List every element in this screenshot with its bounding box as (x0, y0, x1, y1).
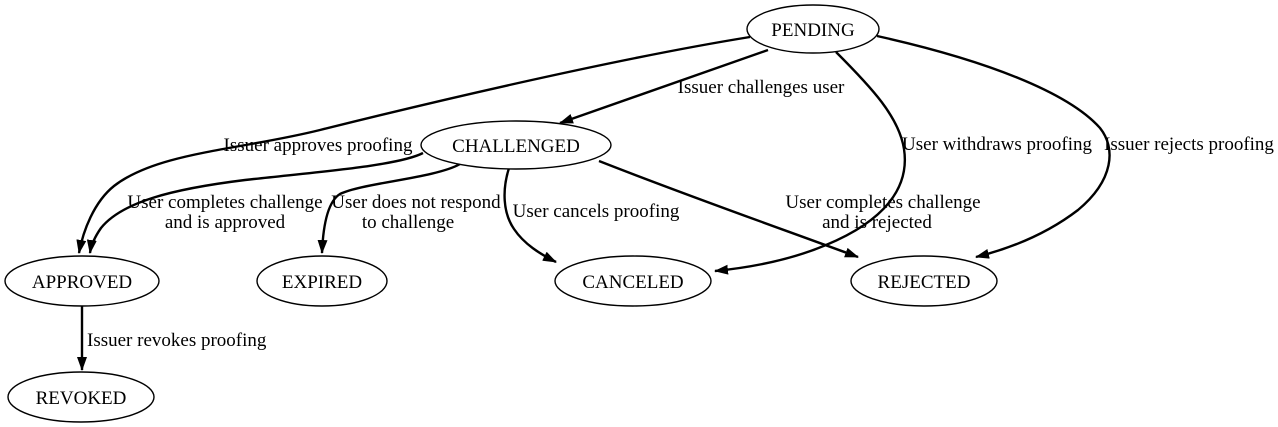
edge-challenged-expired (317, 162, 461, 254)
revoked-label: REVOKED (36, 388, 127, 409)
edge-challenged-canceled (503, 167, 557, 264)
state-node-pending: PENDING (746, 4, 880, 54)
edge-label-issuer-challenges-user: Issuer challenges user (678, 77, 845, 98)
edge-label-issuer-rejects-proofing: Issuer rejects proofing (1104, 134, 1274, 155)
approved-label: APPROVED (32, 272, 132, 293)
approved-ellipse (4, 255, 160, 307)
edge-label-issuer-approves-proofing: Issuer approves proofing (224, 135, 413, 156)
edge-pending-approved (76, 35, 751, 254)
canceled-ellipse (554, 255, 712, 307)
state-node-revoked: REVOKED (7, 371, 155, 423)
edge-challenged-approved (86, 151, 424, 254)
pending-ellipse (746, 4, 880, 54)
edge-challenged-rejected (598, 159, 859, 259)
rejected-label: REJECTED (878, 272, 971, 293)
nodes: PENDING CHALLENGED APPROVED EXPIRED CANC… (4, 4, 998, 423)
edges (76, 34, 1111, 371)
state-node-expired: EXPIRED (256, 255, 388, 307)
rejected-ellipse (850, 255, 998, 307)
edge-labels: Issuer challenges user Issuer approves p… (87, 77, 1274, 351)
edge-label-user-cancels-proofing: User cancels proofing (513, 201, 680, 222)
edge-label-user-withdraws-proofing: User withdraws proofing (902, 134, 1092, 155)
state-node-canceled: CANCELED (554, 255, 712, 307)
pending-label: PENDING (771, 20, 855, 41)
edge-label-user-completes-challenge-approved-line2: and is approved (165, 212, 286, 233)
edge-pending-challenged (559, 48, 769, 125)
edge-label-user-completes-challenge-rejected-line1: User completes challenge (785, 192, 980, 213)
challenged-ellipse (420, 120, 612, 170)
expired-ellipse (256, 255, 388, 307)
expired-label: EXPIRED (282, 272, 362, 293)
state-node-rejected: REJECTED (850, 255, 998, 307)
edge-label-user-does-not-respond-line2: to challenge (362, 212, 454, 233)
canceled-label: CANCELED (582, 272, 683, 293)
edge-label-user-does-not-respond-line1: User does not respond (331, 192, 501, 213)
edge-label-user-completes-challenge-approved-line1: User completes challenge (127, 192, 322, 213)
challenged-label: CHALLENGED (452, 136, 580, 157)
edge-pending-canceled (714, 51, 907, 275)
edge-label-issuer-revokes-proofing: Issuer revokes proofing (87, 330, 267, 351)
edge-pending-rejected (876, 34, 1111, 259)
revoked-ellipse (7, 371, 155, 423)
state-node-approved: APPROVED (4, 255, 160, 307)
state-node-challenged: CHALLENGED (420, 120, 612, 170)
edge-label-user-completes-challenge-rejected-line2: and is rejected (822, 212, 932, 233)
